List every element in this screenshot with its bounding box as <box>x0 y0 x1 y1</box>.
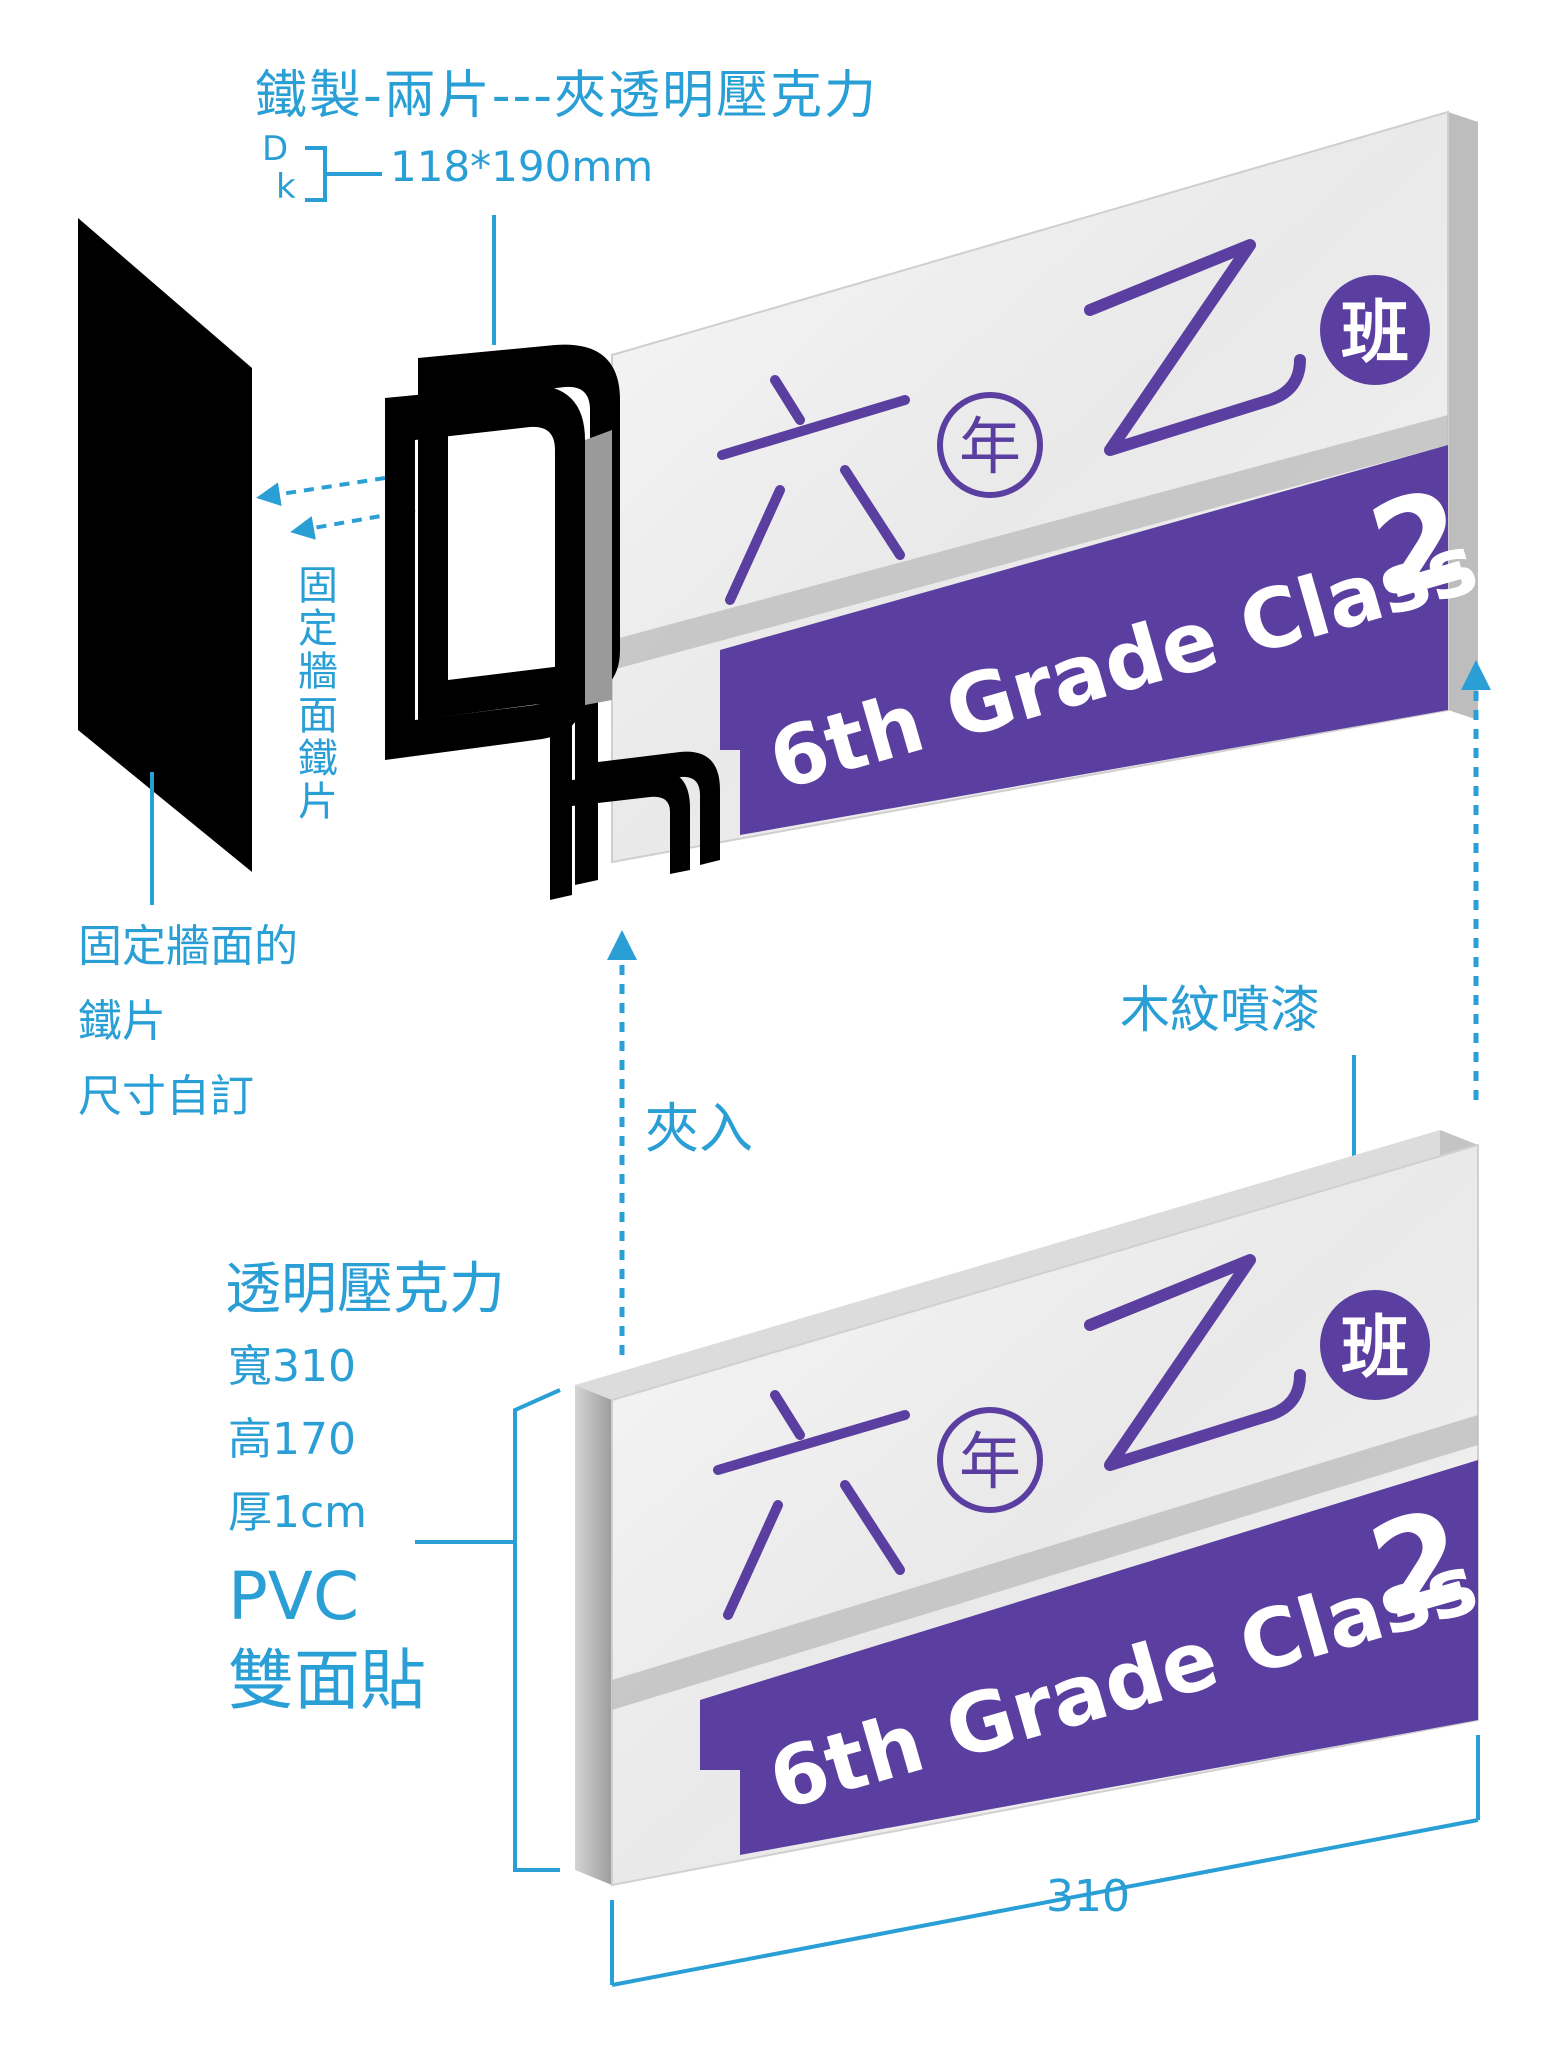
circle-nian-top <box>937 392 1043 498</box>
annotation-wall-note-3: 尺寸自訂 <box>78 1071 254 1122</box>
glyph-liu-top <box>717 375 910 605</box>
wall-plate <box>78 218 252 872</box>
circle-nian-bottom <box>937 1407 1043 1513</box>
dimension-height <box>415 1388 561 1872</box>
annotation-double-sided: 雙面貼 <box>228 1642 426 1719</box>
annotation-thickness: 厚1cm <box>228 1487 368 1538</box>
bottom-sign: 年 班 6th Grade Class 2 <box>575 1130 1488 1887</box>
top-sign: 年 班 6th Grade Class 2 <box>611 110 1488 864</box>
svg-text:k: k <box>276 167 296 207</box>
annotation-width: 寬310 <box>228 1341 356 1392</box>
annotation-title: 鐵製-兩片---夾透明壓克力 <box>255 66 879 126</box>
dk-iron-clip <box>385 344 720 900</box>
purple-band-top <box>720 445 1448 835</box>
dimension-width <box>610 1735 1480 1987</box>
annotation-wall-plate-vertical: 固定牆面鐵片 <box>298 563 338 825</box>
arrow-to-wall-1 <box>256 476 386 507</box>
annotation-acrylic-title: 透明壓克力 <box>225 1257 505 1322</box>
annotation-height: 高170 <box>228 1414 356 1465</box>
annotation-dk-size: 118*190mm <box>390 142 654 191</box>
annotation-wall-note-2: 鐵片 <box>78 996 166 1047</box>
text-ban-top: 班 <box>1341 294 1409 373</box>
circle-ban-top <box>1320 275 1430 385</box>
glyph-yi-bottom <box>1084 1254 1306 1471</box>
text-nian-top: 年 <box>959 410 1021 483</box>
text-nian-bottom: 年 <box>959 1425 1021 1498</box>
svg-text:D: D <box>262 129 288 169</box>
glyph-liu-bottom <box>713 1390 910 1620</box>
text-ban-bottom: 班 <box>1341 1309 1409 1388</box>
annotation-clip-in: 夾入 <box>645 1097 753 1160</box>
annotation-pvc: PVC <box>228 1558 360 1635</box>
dk-logo-mark: D k <box>262 129 382 207</box>
circle-ban-bottom <box>1320 1290 1430 1400</box>
annotation-wall-note-1: 固定牆面的 <box>78 921 298 972</box>
annotation-wood-paint: 木紋噴漆 <box>1120 981 1320 1039</box>
annotation-dimension-310: 310 <box>1046 1871 1130 1922</box>
glyph-yi-top <box>1084 239 1306 456</box>
purple-band-bottom <box>700 1460 1478 1855</box>
